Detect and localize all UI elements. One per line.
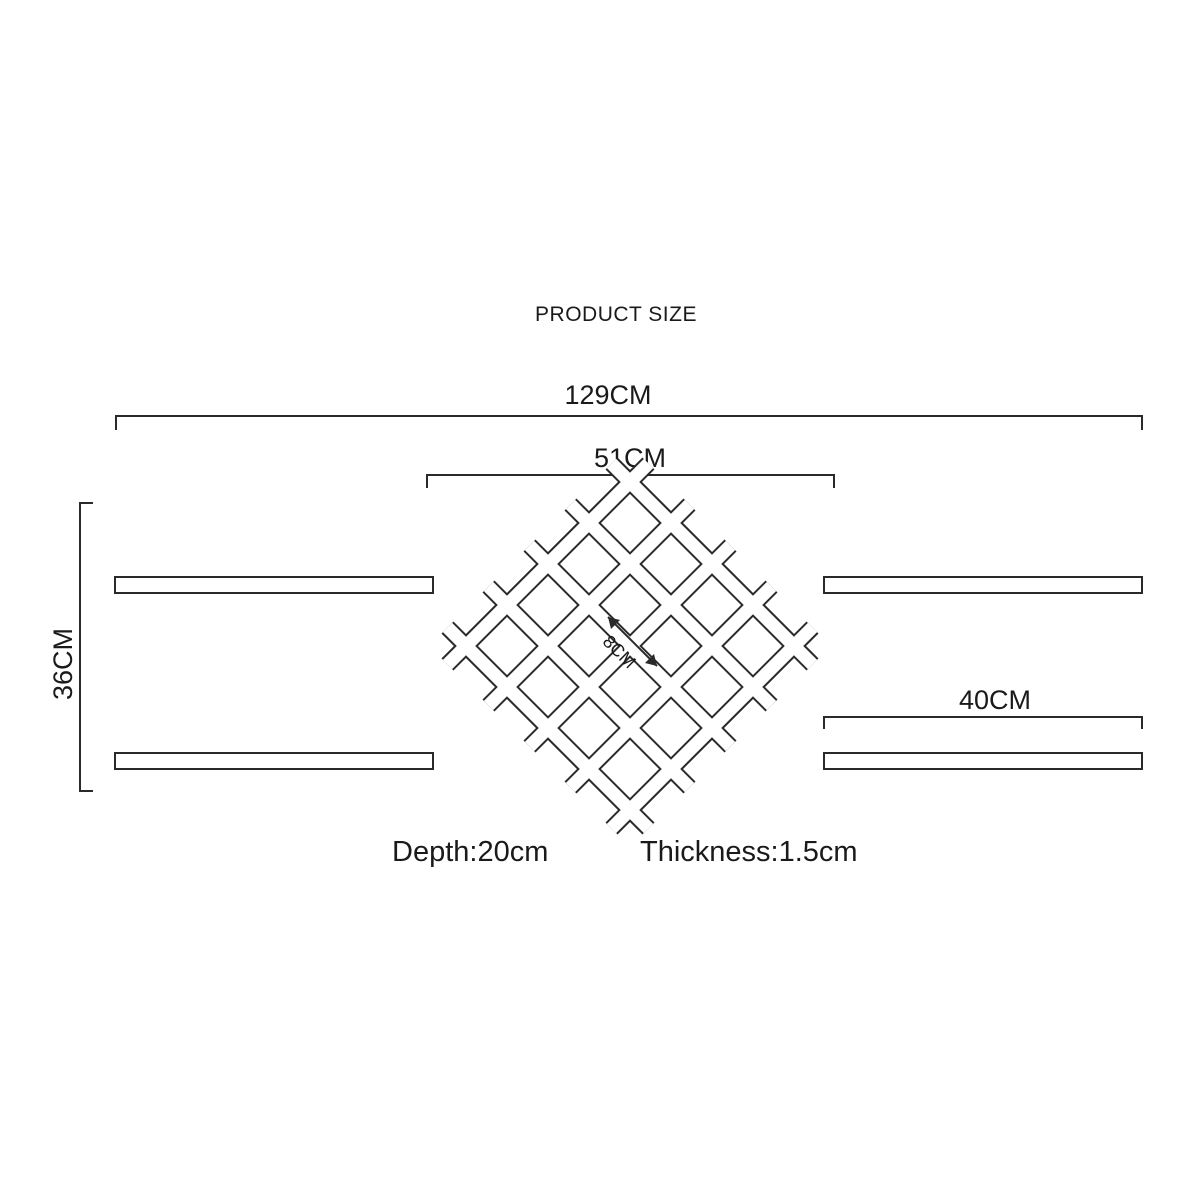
arrow-head-start-icon <box>608 617 620 629</box>
thickness-spec: Thickness:1.5cm <box>640 836 858 868</box>
shelf-top-left <box>114 576 434 594</box>
overall-width-label: 129CM <box>564 380 651 410</box>
arrow-head-end-icon <box>645 654 657 666</box>
shelf-length-label: 40CM <box>959 685 1031 715</box>
depth-spec: Depth:20cm <box>392 836 548 868</box>
overall-width-bracket <box>115 415 1143 430</box>
height-label: 36CM <box>48 628 78 700</box>
shelf-length-bracket <box>823 716 1143 729</box>
shelf-bottom-right <box>823 752 1143 770</box>
height-bracket <box>79 502 93 792</box>
cell-size-arrow <box>607 616 658 667</box>
rack-width-label: 51CM <box>594 443 666 473</box>
lattice-wine-rack <box>441 457 819 835</box>
diagram-title: PRODUCT SIZE <box>535 303 697 326</box>
shelf-top-right <box>823 576 1143 594</box>
shelf-bottom-left <box>114 752 434 770</box>
lattice-fill <box>442 458 818 834</box>
